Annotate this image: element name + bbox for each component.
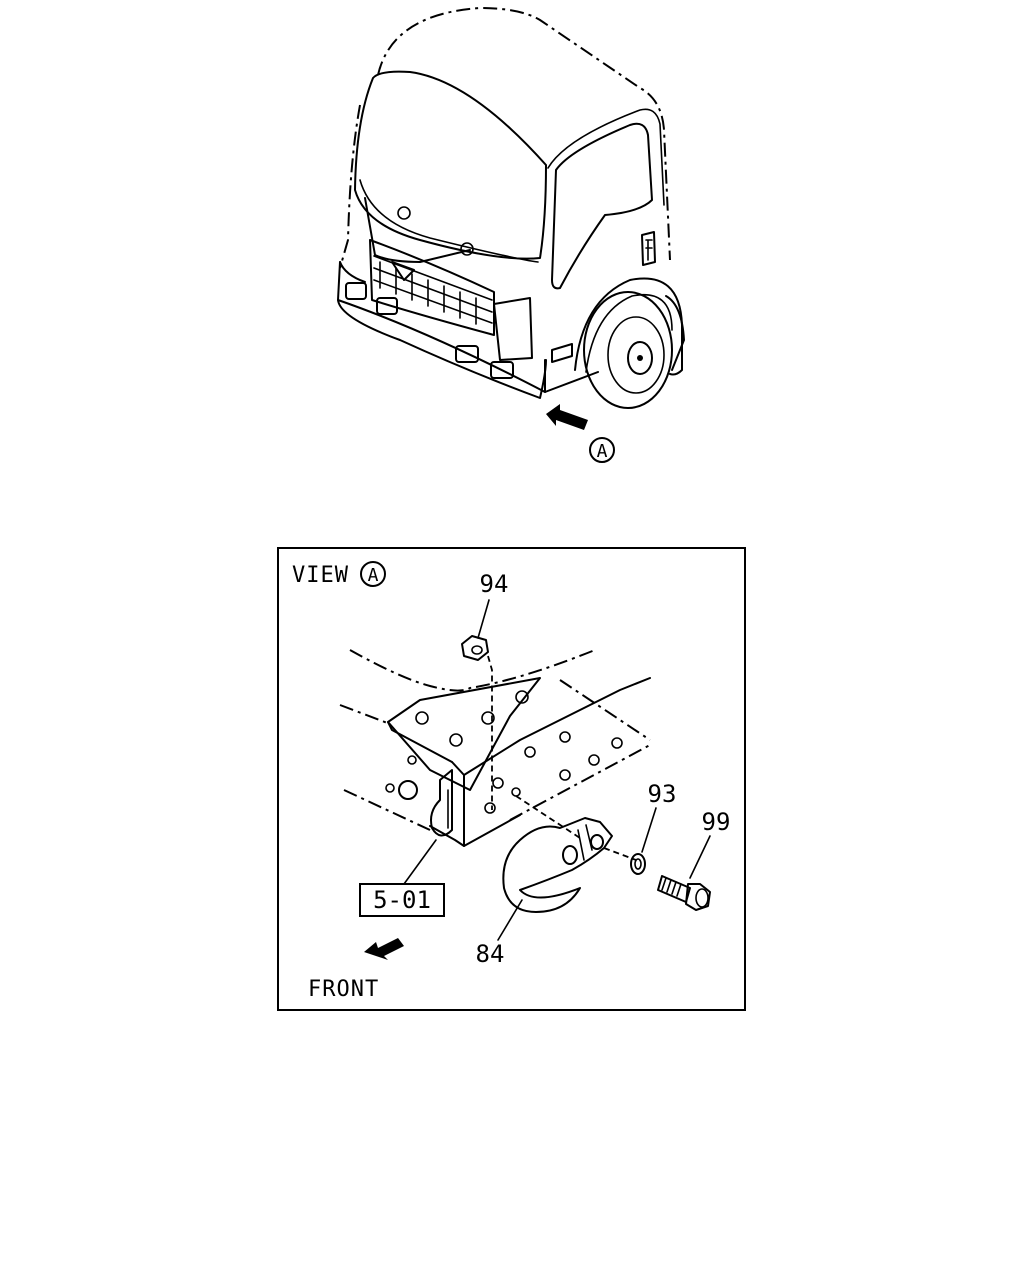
truck-cab-illustration: A xyxy=(337,6,685,463)
detail-view-frame xyxy=(277,547,746,1011)
callout-99: 99 xyxy=(702,808,731,836)
view-title-marker: A xyxy=(368,565,379,586)
washer-part xyxy=(630,853,646,875)
view-direction-arrow-icon xyxy=(546,404,588,430)
front-direction-label: FRONT xyxy=(308,977,379,1002)
reference-box: 5-01 xyxy=(359,839,445,917)
front-arrow-icon xyxy=(364,938,404,960)
callout-84: 84 xyxy=(476,940,505,968)
nut-part xyxy=(461,635,493,810)
callout-94: 94 xyxy=(480,570,509,598)
reference-box-label: 5-01 xyxy=(373,886,431,914)
tow-hook-part xyxy=(502,795,637,913)
view-title-prefix: VIEW xyxy=(292,563,349,588)
bolt-part xyxy=(657,875,711,911)
callout-93: 93 xyxy=(648,780,677,808)
detail-view-title: VIEW A xyxy=(292,561,386,588)
view-marker-a: A xyxy=(597,441,608,462)
frame-rail xyxy=(339,649,651,847)
